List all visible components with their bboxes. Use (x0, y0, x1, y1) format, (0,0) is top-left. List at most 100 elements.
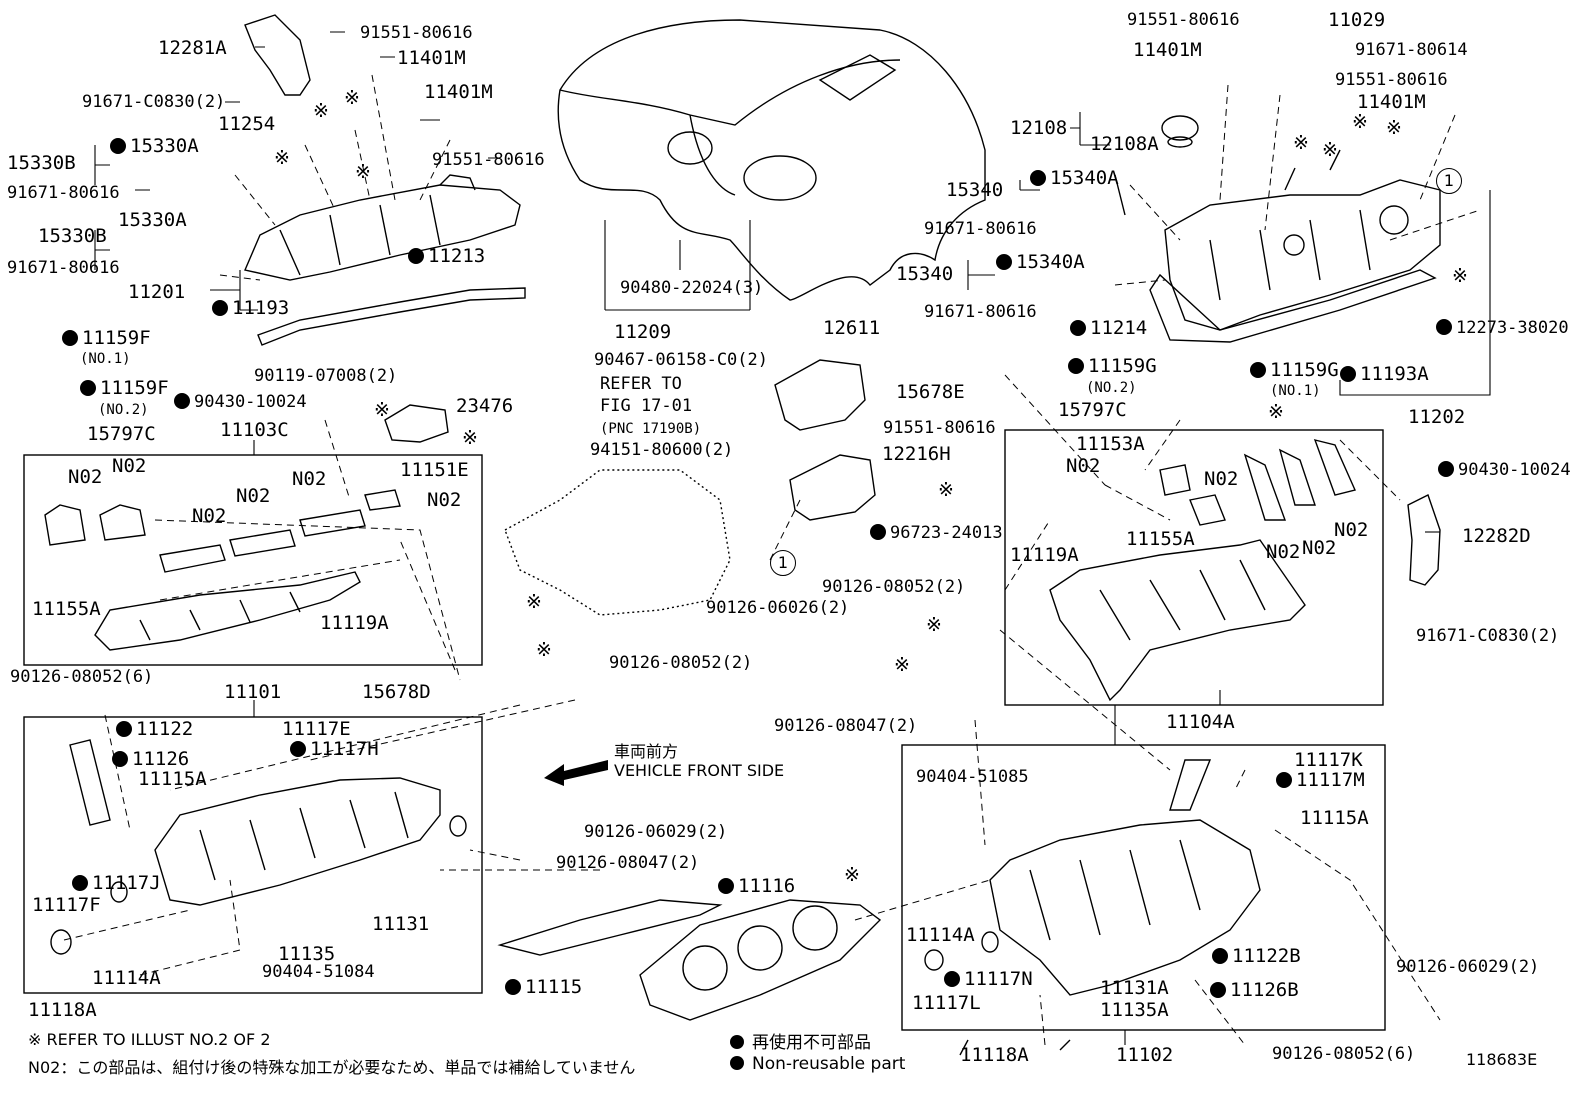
part-label-11119A[interactable]: 11119A (1010, 544, 1079, 566)
part-label-90480-22024-3[interactable]: 90480-22024(3) (620, 278, 764, 298)
part-label-N02[interactable]: N02 (112, 455, 147, 477)
part-label-11131[interactable]: 11131 (372, 913, 430, 935)
part-label-15340A[interactable]: 15340A (1030, 168, 1119, 188)
part-label-91551-80616[interactable]: 91551-80616 (1127, 10, 1240, 30)
part-label-N02[interactable]: N02 (1302, 537, 1337, 559)
part-label-90126-08047-2[interactable]: 90126-08047(2) (774, 716, 918, 736)
part-label-15340[interactable]: 15340 (896, 263, 954, 285)
part-label-11155A[interactable]: 11155A (1126, 528, 1195, 550)
part-label-12282D[interactable]: 12282D (1462, 525, 1531, 547)
part-label-91551-80616[interactable]: 91551-80616 (360, 23, 473, 43)
part-label-91551-80616[interactable]: 91551-80616 (883, 418, 996, 438)
part-label-15330A[interactable]: 15330A (118, 209, 187, 231)
part-label-11126[interactable]: 11126 (112, 749, 189, 769)
part-label-N02[interactable]: N02 (236, 485, 271, 507)
part-label-N02[interactable]: N02 (292, 468, 327, 490)
part-label-11115[interactable]: 11115 (505, 977, 582, 997)
part-label-11117F[interactable]: 11117F (32, 894, 101, 916)
part-label-11159G-no2[interactable]: 11159G (1068, 356, 1157, 376)
part-label-90126-08052-6[interactable]: 90126-08052(6) (10, 667, 154, 687)
part-label-90404-51084[interactable]: 90404-51084 (262, 962, 375, 982)
part-label-11159F-no2[interactable]: 11159F (80, 378, 169, 398)
part-label-11118A[interactable]: 11118A (960, 1044, 1029, 1066)
part-label-11159F-no1[interactable]: 11159F (62, 328, 151, 348)
part-label-11193A[interactable]: 11193A (1340, 364, 1429, 384)
part-label-91671-80616[interactable]: 91671-80616 (7, 183, 120, 203)
part-label-90430-10024[interactable]: 90430-10024 (1438, 460, 1571, 480)
part-label-11114A[interactable]: 11114A (92, 967, 161, 989)
part-label-11117E[interactable]: 11117E (282, 718, 351, 740)
part-label-11114A[interactable]: 11114A (906, 924, 975, 946)
part-label-11209[interactable]: 11209 (614, 321, 672, 343)
part-label-11116[interactable]: 11116 (718, 876, 795, 896)
part-label-11401M[interactable]: 11401M (424, 81, 493, 103)
part-label-11117N[interactable]: 11117N (944, 969, 1033, 989)
part-label-91551-80616[interactable]: 91551-80616 (432, 150, 545, 170)
part-label-90126-08047-2[interactable]: 90126-08047(2) (556, 853, 700, 873)
part-label-91671-80616[interactable]: 91671-80616 (924, 219, 1037, 239)
part-label-11401M[interactable]: 11401M (397, 47, 466, 69)
part-label-11029[interactable]: 11029 (1328, 9, 1386, 31)
part-label-N02[interactable]: N02 (1266, 541, 1301, 563)
part-label-N02[interactable]: N02 (1066, 455, 1101, 477)
part-label-11117M[interactable]: 11117M (1276, 770, 1365, 790)
part-label-12216H[interactable]: 12216H (882, 443, 951, 465)
part-label-11101[interactable]: 11101 (224, 681, 282, 703)
part-label-11151E[interactable]: 11151E (400, 459, 469, 481)
part-label-90126-08052-2[interactable]: 90126-08052(2) (609, 653, 753, 673)
part-label-15330B[interactable]: 15330B (7, 152, 76, 174)
part-label-90404-51085[interactable]: 90404-51085 (916, 767, 1029, 787)
part-label-15797C[interactable]: 15797C (1058, 399, 1127, 421)
part-label-11115A[interactable]: 11115A (138, 768, 207, 790)
part-label-91671-80616[interactable]: 91671-80616 (7, 258, 120, 278)
part-label-11118A[interactable]: 11118A (28, 999, 97, 1021)
part-label-11401M[interactable]: 11401M (1133, 39, 1202, 61)
part-label-12273-38020[interactable]: 12273-38020 (1436, 318, 1569, 338)
part-label-11401M[interactable]: 11401M (1357, 91, 1426, 113)
part-label-11117L[interactable]: 11117L (912, 992, 981, 1014)
part-label-15678D[interactable]: 15678D (362, 681, 431, 703)
part-label-11159G-no1[interactable]: 11159G (1250, 360, 1339, 380)
part-label-91671-80614[interactable]: 91671-80614 (1355, 40, 1468, 60)
part-label-90126-06029-2[interactable]: 90126-06029(2) (584, 822, 728, 842)
part-label-90126-08052-2[interactable]: 90126-08052(2) (822, 577, 966, 597)
part-label-94151-80600-2[interactable]: 94151-80600(2) (590, 440, 734, 460)
part-label-N02[interactable]: N02 (1334, 519, 1369, 541)
part-label-15678E[interactable]: 15678E (896, 381, 965, 403)
part-label-N02[interactable]: N02 (427, 489, 462, 511)
part-label-15797C[interactable]: 15797C (87, 423, 156, 445)
part-label-91671-C0830-2[interactable]: 91671-C0830(2) (82, 92, 226, 112)
part-label-11214[interactable]: 11214 (1070, 318, 1147, 338)
part-label-11122[interactable]: 11122 (116, 719, 193, 739)
part-label-90430-10024[interactable]: 90430-10024 (174, 392, 307, 412)
part-label-11104A[interactable]: 11104A (1166, 711, 1235, 733)
part-label-12108[interactable]: 12108 (1010, 117, 1068, 139)
part-label-23476[interactable]: 23476 (456, 395, 514, 417)
part-label-11201[interactable]: 11201 (128, 281, 186, 303)
part-label-15340A[interactable]: 15340A (996, 252, 1085, 272)
part-label-11117J[interactable]: 11117J (72, 873, 161, 893)
part-label-12281A[interactable]: 12281A (158, 37, 227, 59)
part-label-11115A[interactable]: 11115A (1300, 807, 1369, 829)
part-label-90126-08052-6[interactable]: 90126-08052(6) (1272, 1044, 1416, 1064)
part-label-11135[interactable]: 11135 (278, 943, 336, 965)
part-label-11193[interactable]: 11193 (212, 298, 289, 318)
part-label-11126B[interactable]: 11126B (1210, 980, 1299, 1000)
part-label-15330A[interactable]: 15330A (110, 136, 199, 156)
part-label-11153A[interactable]: 11153A (1076, 433, 1145, 455)
part-label-11103C[interactable]: 11103C (220, 419, 289, 441)
part-label-11119A[interactable]: 11119A (320, 612, 389, 634)
part-label-11122B[interactable]: 11122B (1212, 946, 1301, 966)
part-label-90119-07008-2[interactable]: 90119-07008(2) (254, 366, 398, 386)
part-label-90467-06158-C0-2[interactable]: 90467-06158-C0(2) (594, 350, 768, 370)
part-label-11117H[interactable]: 11117H (290, 739, 379, 759)
part-label-12611[interactable]: 12611 (823, 317, 881, 339)
part-label-11155A[interactable]: 11155A (32, 598, 101, 620)
part-label-90126-06026-2[interactable]: 90126-06026(2) (706, 598, 850, 618)
part-label-96723-24013[interactable]: 96723-24013 (870, 523, 1003, 543)
part-label-N02[interactable]: N02 (68, 466, 103, 488)
part-label-91671-C0830-2[interactable]: 91671-C0830(2) (1416, 626, 1560, 646)
part-label-11254[interactable]: 11254 (218, 113, 276, 135)
part-label-11213[interactable]: 11213 (408, 246, 485, 266)
part-label-11131A[interactable]: 11131A (1100, 977, 1169, 999)
